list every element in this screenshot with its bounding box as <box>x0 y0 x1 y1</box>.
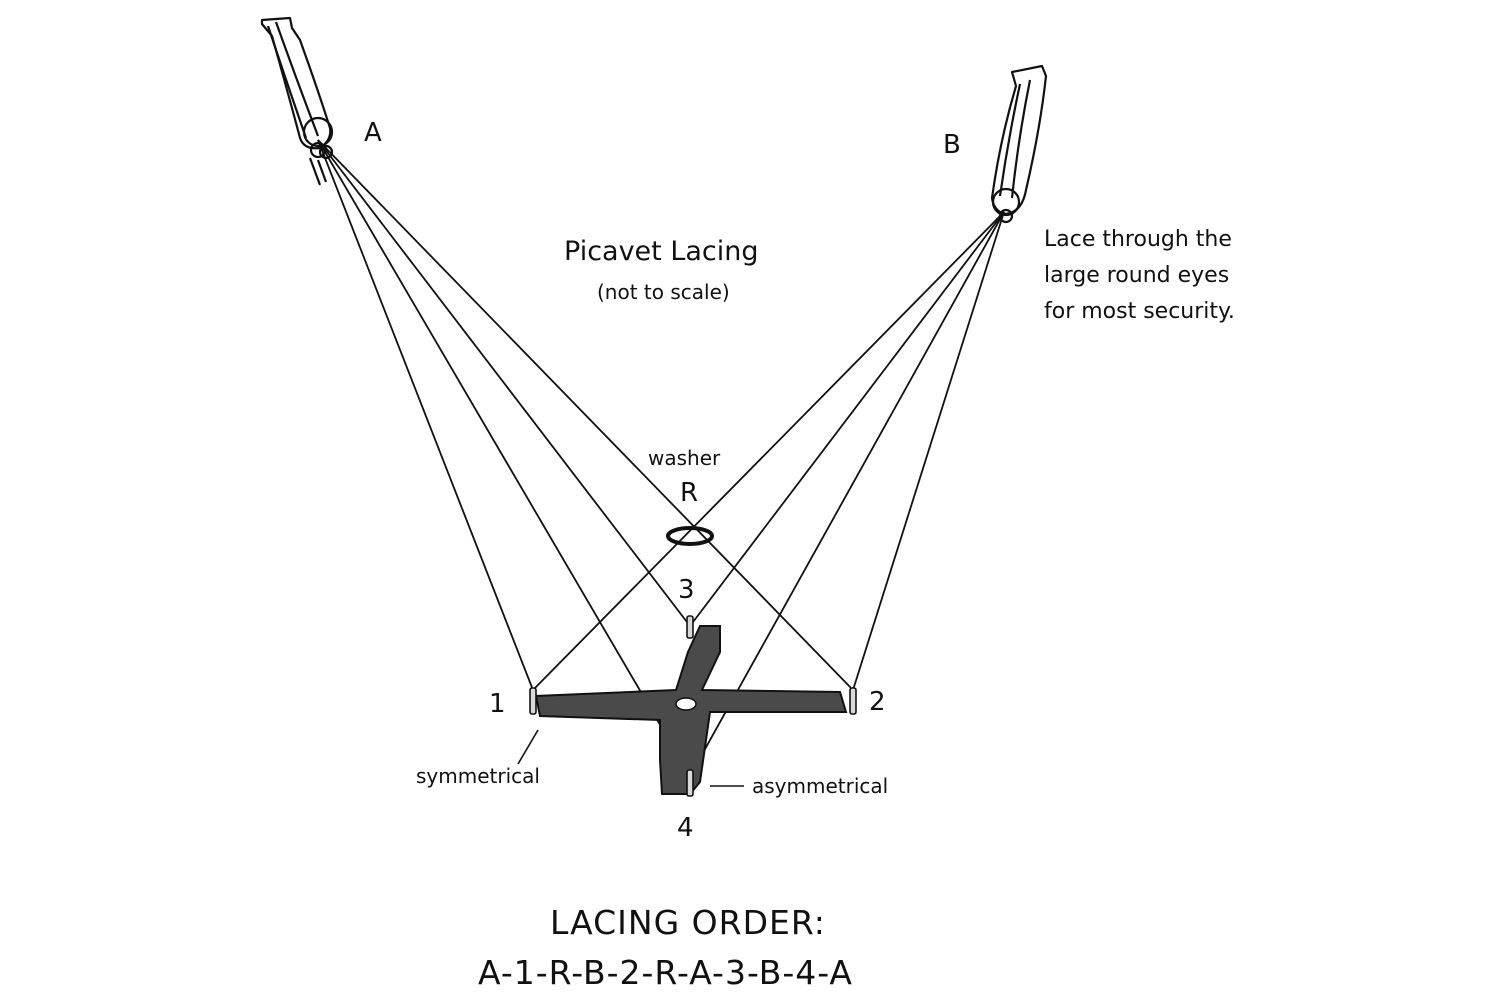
callout-asymmetrical: asymmetrical <box>752 774 889 798</box>
clip-a-icon <box>260 16 334 186</box>
picavet-cross <box>534 625 848 795</box>
point-label-3: 3 <box>678 575 695 605</box>
callout-symmetrical: symmetrical <box>416 764 540 788</box>
washer-ring <box>666 526 714 546</box>
point-label-4: 4 <box>677 813 694 843</box>
anchor-label-a: A <box>364 118 382 148</box>
note-line-3: for most security. <box>1044 299 1235 324</box>
point-label-1: 1 <box>489 689 506 719</box>
washer-letter: R <box>680 478 699 508</box>
point-label-2: 2 <box>869 687 886 717</box>
diagram-subtitle: (not to scale) <box>597 280 730 304</box>
clip-b-icon <box>990 64 1048 224</box>
lacing-lines <box>317 139 1005 777</box>
lacing-order-sequence: A-1-R-B-2-R-A-3-B-4-A <box>478 953 853 992</box>
eye-bolts <box>529 615 857 797</box>
callout-leaders <box>517 729 744 787</box>
note-line-1: Lace through the <box>1044 227 1232 252</box>
diagram-title: Picavet Lacing <box>564 236 759 267</box>
lacing-order-heading: LACING ORDER: <box>550 903 826 942</box>
anchor-label-b: B <box>943 130 961 160</box>
note-line-2: large round eyes <box>1044 263 1230 288</box>
washer-caption: washer <box>648 446 721 470</box>
